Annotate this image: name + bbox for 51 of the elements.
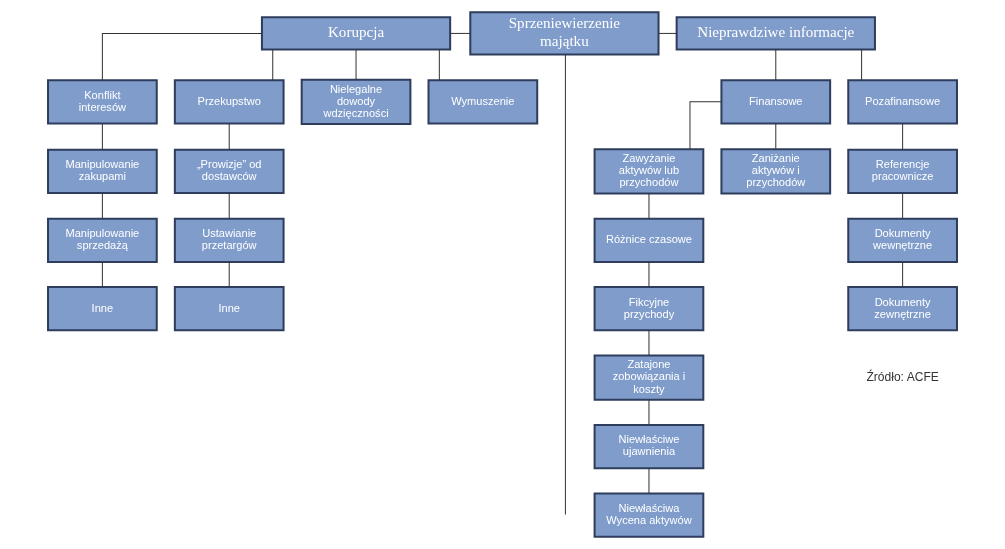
connector [689, 101, 722, 150]
node-box: Konflikt interesów [47, 79, 158, 125]
node-box: Fikcyjne przychody [593, 286, 705, 332]
node-box: Inne [173, 286, 285, 332]
node-box: Manipulowanie sprzedażą [47, 217, 158, 263]
connector [902, 192, 904, 219]
node-box: Różnice czasowe [593, 217, 705, 263]
connector [228, 123, 230, 150]
connector [648, 193, 650, 220]
connector [902, 261, 904, 288]
connector [861, 49, 863, 81]
node-box: Niewłaściwe ujawnienia [593, 423, 705, 470]
connector [648, 467, 650, 494]
connector [648, 399, 650, 426]
node-box: Korupcja [260, 16, 452, 51]
connector [355, 49, 357, 81]
node-box: Zaniżanie aktywów i przychodów [720, 148, 832, 195]
connector [101, 261, 103, 288]
connector [228, 192, 230, 219]
connector [228, 261, 230, 288]
node-box: Finansowe [720, 79, 832, 125]
connector [648, 330, 650, 356]
node-box: Zatajone zobowiązania i koszty [593, 354, 705, 401]
connector [658, 32, 678, 34]
node-box: Ustawianie przetargów [173, 217, 285, 263]
node-box: Zawyżanie aktywów lub przychodów [593, 148, 705, 195]
connector [272, 49, 274, 81]
connector [775, 49, 777, 81]
node-box: „Prowizje” od dostawców [173, 148, 285, 194]
connector [449, 32, 471, 34]
node-box: Przekupstwo [173, 79, 285, 125]
node-box: Wymuszenie [427, 79, 539, 125]
node-box: Dokumenty zewnętrzne [847, 286, 958, 332]
connector [902, 123, 904, 150]
node-box: Nielegalne dowody wdzięczności [300, 78, 412, 126]
node-box: Inne [47, 286, 158, 332]
node-box: Niewłaściwa Wycena aktywów [593, 492, 705, 538]
node-box: Referencje pracownicze [847, 148, 958, 194]
connector [101, 123, 103, 150]
connector [775, 123, 777, 150]
label: Źródło: ACFE [866, 369, 939, 384]
connector [101, 192, 103, 219]
connector [564, 54, 566, 515]
node-box: Dokumenty wewnętrzne [847, 217, 958, 263]
connector [648, 261, 650, 288]
node-box: Sprzeniewierzenie majątku [469, 11, 660, 56]
node-box: Pozafinansowe [847, 79, 958, 125]
connector [438, 49, 440, 81]
node-box: Manipulowanie zakupami [47, 148, 158, 194]
connector [101, 32, 263, 81]
node-box: Nieprawdziwe informacje [675, 16, 876, 51]
